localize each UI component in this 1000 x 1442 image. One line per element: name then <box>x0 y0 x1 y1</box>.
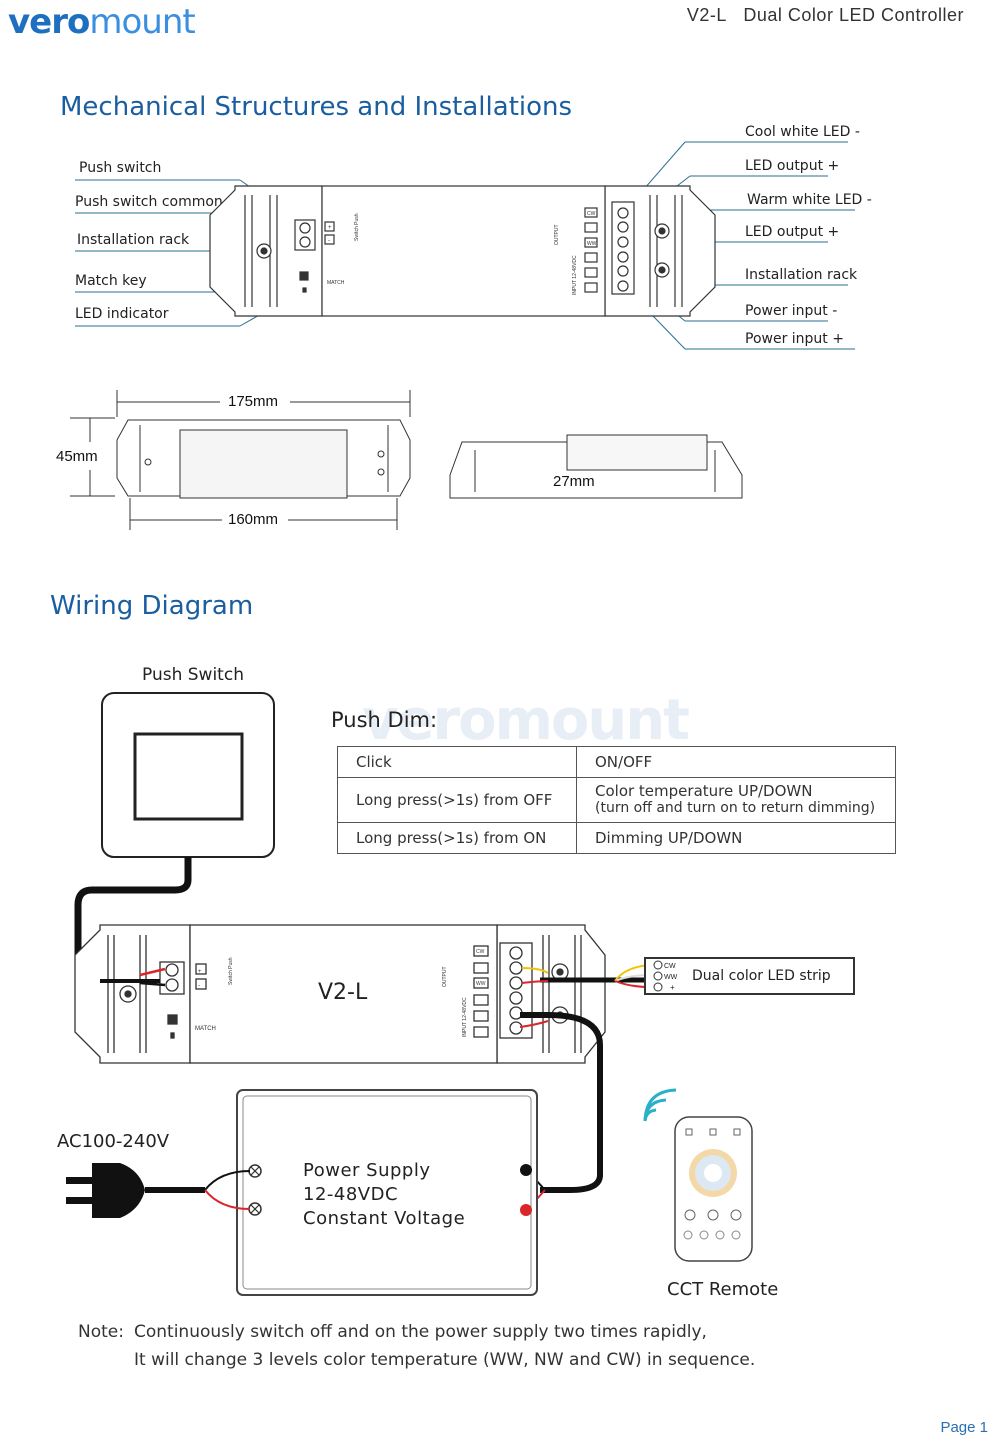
dim-total-length: 175mm <box>228 393 279 410</box>
label-power-input-plus: Power input + <box>745 331 844 347</box>
table-cell-result: Color temperature UP/DOWN(turn off and t… <box>576 777 896 823</box>
table-cell-action: Long press(>1s) from OFF <box>337 777 577 823</box>
mech-switch-push: Switch Push <box>354 213 360 241</box>
mech-minus: - <box>328 238 330 244</box>
label-cool-white: Cool white LED - <box>745 124 860 140</box>
dim-height: 27mm <box>553 473 595 490</box>
label-match-key: Match key <box>75 273 147 289</box>
controller-mechanical-drawing: + - MATCH CW WW OUTPUT INPUT 12-48VDC Sw… <box>75 141 855 350</box>
table-cell-result-line1: Color temperature UP/DOWN <box>595 782 813 800</box>
watermark-text-1: vero <box>362 688 497 753</box>
page-number: Page 1 <box>940 1419 988 1436</box>
ctrl-switch-push: Switch Push <box>228 957 234 985</box>
strip-pin-cw: CW <box>664 963 676 970</box>
logo-text-1: vero <box>8 2 90 42</box>
push-switch-label: Push Switch <box>142 665 244 685</box>
cct-remote-label: CCT Remote <box>667 1279 779 1300</box>
push-switch-plate <box>101 692 275 858</box>
controller-label: V2-L <box>318 980 368 1005</box>
logo-text-2: mount <box>89 2 195 42</box>
label-led-output-1: LED output + <box>745 158 840 174</box>
mech-ww: WW <box>587 241 597 247</box>
ac-input-label: AC100-240V <box>57 1131 170 1152</box>
label-installation-rack-right: Installation rack <box>745 267 858 283</box>
mech-match: MATCH <box>327 280 345 286</box>
ctrl-cw: CW <box>476 949 485 955</box>
label-push-switch-common: Push switch common <box>75 194 223 210</box>
note-prefix: Note: <box>78 1322 124 1342</box>
watermark-logo: veromount <box>362 688 690 753</box>
psu-line-3: Constant Voltage <box>303 1208 466 1229</box>
label-led-output-2: LED output + <box>745 224 840 240</box>
push-dim-title: Push Dim: <box>331 708 438 732</box>
mech-plus: + <box>328 225 332 231</box>
table-cell-action: Long press(>1s) from ON <box>337 822 577 854</box>
table-cell-result-line2: (turn off and turn on to return dimming) <box>595 800 876 816</box>
ctrl-match: MATCH <box>195 1026 216 1032</box>
label-warm-white: Warm white LED - <box>747 192 872 208</box>
ctrl-input: INPUT 12-48VDC <box>462 997 468 1037</box>
label-power-input-minus: Power input - <box>745 303 838 319</box>
strip-pin-ww: WW <box>664 974 678 981</box>
table-row: Long press(>1s) from ON Dimming UP/DOWN <box>337 822 896 854</box>
ctrl-output: OUTPUT <box>442 966 448 987</box>
power-supply-box <box>236 1089 538 1296</box>
ctrl-minus: - <box>198 983 200 989</box>
table-row: Long press(>1s) from OFF Color temperatu… <box>337 777 896 823</box>
mechanical-title: Mechanical Structures and Installations <box>60 92 573 122</box>
strip-pin-plus: + <box>670 983 675 992</box>
psu-line-2: 12-48VDC <box>303 1184 399 1205</box>
product-name: Dual Color LED Controller <box>743 5 964 25</box>
mech-output: OUTPUT <box>554 224 560 245</box>
ac-plug <box>66 1163 251 1218</box>
note-line-2: It will change 3 levels color temperatur… <box>134 1350 756 1370</box>
psu-line-1: Power Supply <box>303 1160 431 1181</box>
note-line-1: Continuously switch off and on the power… <box>134 1322 707 1342</box>
brand-logo: veromount <box>8 2 196 42</box>
mech-input: INPUT 12-48VDC <box>572 255 578 295</box>
label-installation-rack-left: Installation rack <box>77 232 190 248</box>
dim-width: 45mm <box>56 448 98 465</box>
ctrl-plus: + <box>198 969 202 975</box>
ctrl-ww: WW <box>476 981 486 987</box>
led-strip-box: CW WW + <box>644 957 855 995</box>
table-cell-result: Dimming UP/DOWN <box>576 822 896 854</box>
led-strip-label: Dual color LED strip <box>692 968 831 984</box>
product-header: V2-L Dual Color LED Controller <box>687 5 964 26</box>
dim-body-length: 160mm <box>228 511 279 528</box>
power-supply-text: Power Supply 12-48VDC Constant Voltage <box>303 1159 465 1231</box>
label-led-indicator: LED indicator <box>75 306 169 322</box>
cct-remote <box>674 1116 753 1262</box>
label-push-switch: Push switch <box>79 160 162 176</box>
push-dim-table: Click ON/OFF Long press(>1s) from OFF Co… <box>337 746 896 854</box>
watermark-text-2: mount <box>494 688 690 753</box>
wireless-icon <box>643 1088 677 1122</box>
wiring-diagram-drawing: + - MATCH CW WW OUTPUT INPUT 12-48VDC Sw… <box>66 692 855 1296</box>
wiring-title: Wiring Diagram <box>50 591 254 621</box>
dimension-drawings <box>70 390 743 530</box>
mech-cw: CW <box>587 211 596 217</box>
product-code: V2-L <box>686 5 727 25</box>
